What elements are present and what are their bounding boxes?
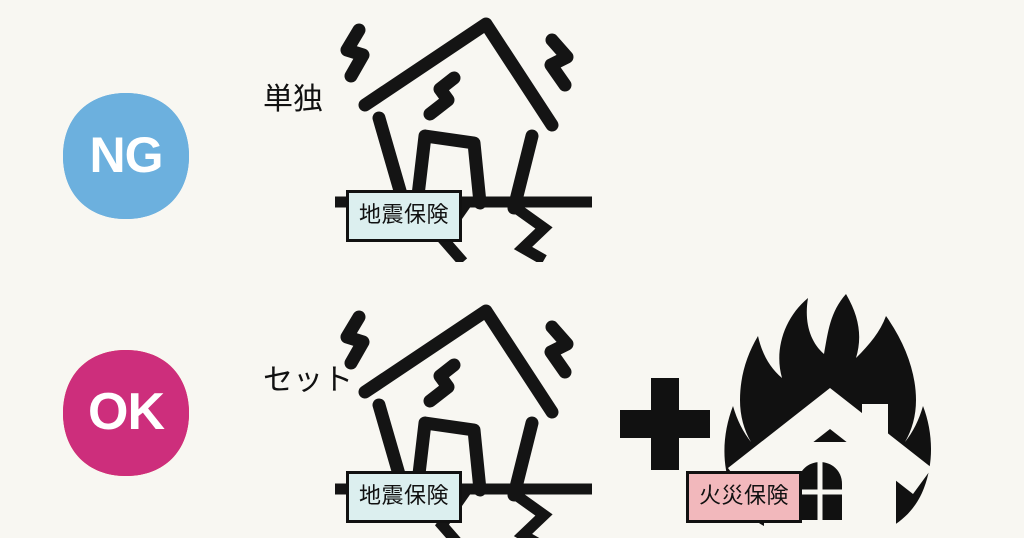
tag-earthquake-insurance: 地震保険 [346,471,462,523]
mode-label-bundled: セット [263,363,353,398]
row-bundled: OK [0,269,1024,538]
mode-label-standalone: 単独 [263,82,323,117]
ok-badge: OK [63,350,189,476]
tag-earthquake-insurance: 地震保険 [346,190,462,242]
shake-lines-icon [340,310,370,370]
ng-badge: NG [63,93,189,219]
ng-badge-label: NG [89,127,163,183]
shake-lines-icon [340,23,370,83]
shake-lines-icon [544,33,574,92]
ok-badge-highlight [63,350,189,476]
ok-badge-label: OK [88,383,164,441]
tag-fire-insurance: 火災保険 [686,471,802,523]
ng-badge-highlight [63,93,189,219]
shake-lines-icon [544,320,574,379]
plus-sign-icon [620,378,710,470]
row-standalone: NG 単独 [0,17,592,262]
